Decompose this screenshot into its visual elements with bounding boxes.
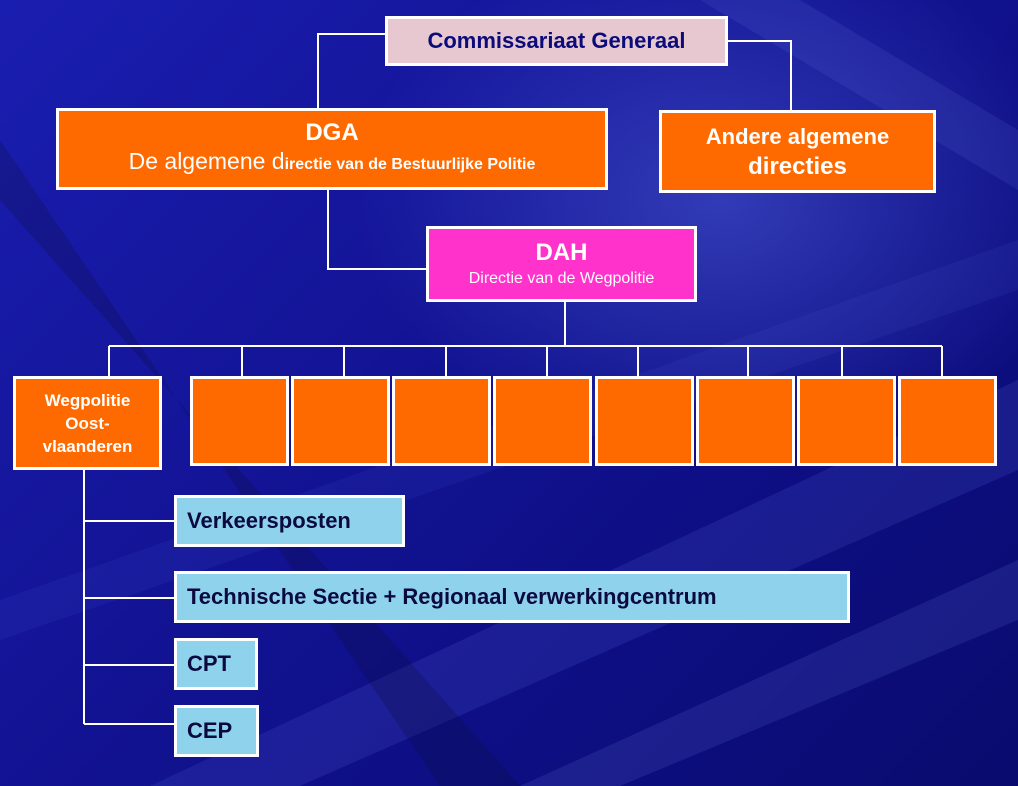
wegpolitie-line1: Wegpolitie xyxy=(44,390,131,410)
andere-line1: Andere algemene xyxy=(705,123,890,149)
dga-subtitle: De algemene directie van de Bestuurlijke… xyxy=(129,147,536,179)
unit-box xyxy=(898,376,997,466)
technische-sectie-box: Technische Sectie + Regionaal verwerking… xyxy=(174,571,850,623)
cpt-box: CPT xyxy=(174,638,258,690)
wegpolitie-box: Wegpolitie Oost- vlaanderen xyxy=(13,376,162,470)
verkeersposten-box: Verkeersposten xyxy=(174,495,405,547)
dga-box: DGA De algemene directie van de Bestuurl… xyxy=(56,108,608,190)
andere-directies-box: Andere algemene directies xyxy=(659,110,936,193)
dah-subtitle: Directie van de Wegpolitie xyxy=(468,270,655,287)
unit-box xyxy=(493,376,592,466)
dga-subtitle-rest: irectie van de Bestuurlijke Politie xyxy=(284,156,536,173)
wegpolitie-line2: Oost- xyxy=(65,413,110,433)
unit-box xyxy=(392,376,491,466)
andere-line2: directies xyxy=(748,152,847,180)
dga-subtitle-lead: De algemene d xyxy=(128,148,285,174)
unit-box xyxy=(190,376,289,466)
unit-box xyxy=(696,376,795,466)
cpt-label: CPT xyxy=(187,651,231,676)
cep-box: CEP xyxy=(174,705,259,757)
commissariaat-generaal-box: Commissariaat Generaal xyxy=(385,16,728,66)
verkeersposten-label: Verkeersposten xyxy=(187,508,351,533)
unit-box xyxy=(595,376,694,466)
dah-title: DAH xyxy=(535,239,588,266)
unit-box xyxy=(797,376,896,466)
dah-box: DAH Directie van de Wegpolitie xyxy=(426,226,697,302)
commissariaat-generaal-label: Commissariaat Generaal xyxy=(427,28,686,53)
unit-box xyxy=(291,376,390,466)
wegpolitie-line3: vlaanderen xyxy=(42,436,133,456)
dga-title: DGA xyxy=(305,119,359,146)
technische-sectie-label: Technische Sectie + Regionaal verwerking… xyxy=(187,584,717,609)
cep-label: CEP xyxy=(187,718,233,743)
